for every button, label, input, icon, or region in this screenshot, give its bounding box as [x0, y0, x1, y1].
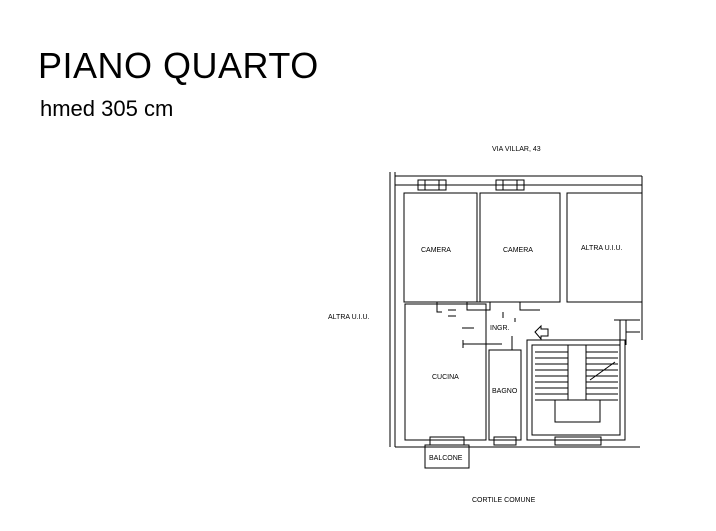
plan-walls [389, 172, 643, 469]
room-label-balcony: BALCONE [429, 455, 463, 462]
room-label-bedroom-1: CAMERA [421, 247, 451, 254]
room-label-bathroom: BAGNO [492, 388, 518, 395]
courtyard-label: CORTILE COMUNE [472, 497, 536, 504]
room-label-entrance: INGR. [490, 325, 510, 332]
page-title: PIANO QUARTO [38, 45, 319, 86]
neighbor-top-right-label: ALTRA U.I.U. [581, 245, 623, 252]
room-label-kitchen: CUCINA [432, 374, 459, 381]
ceiling-height-label: hmed 305 cm [40, 96, 174, 121]
room-label-bedroom-2: CAMERA [503, 247, 533, 254]
street-label: VIA VILLAR, 43 [492, 146, 541, 153]
neighbor-left-label: ALTRA U.I.U. [328, 314, 370, 321]
stair-treads [535, 351, 618, 401]
